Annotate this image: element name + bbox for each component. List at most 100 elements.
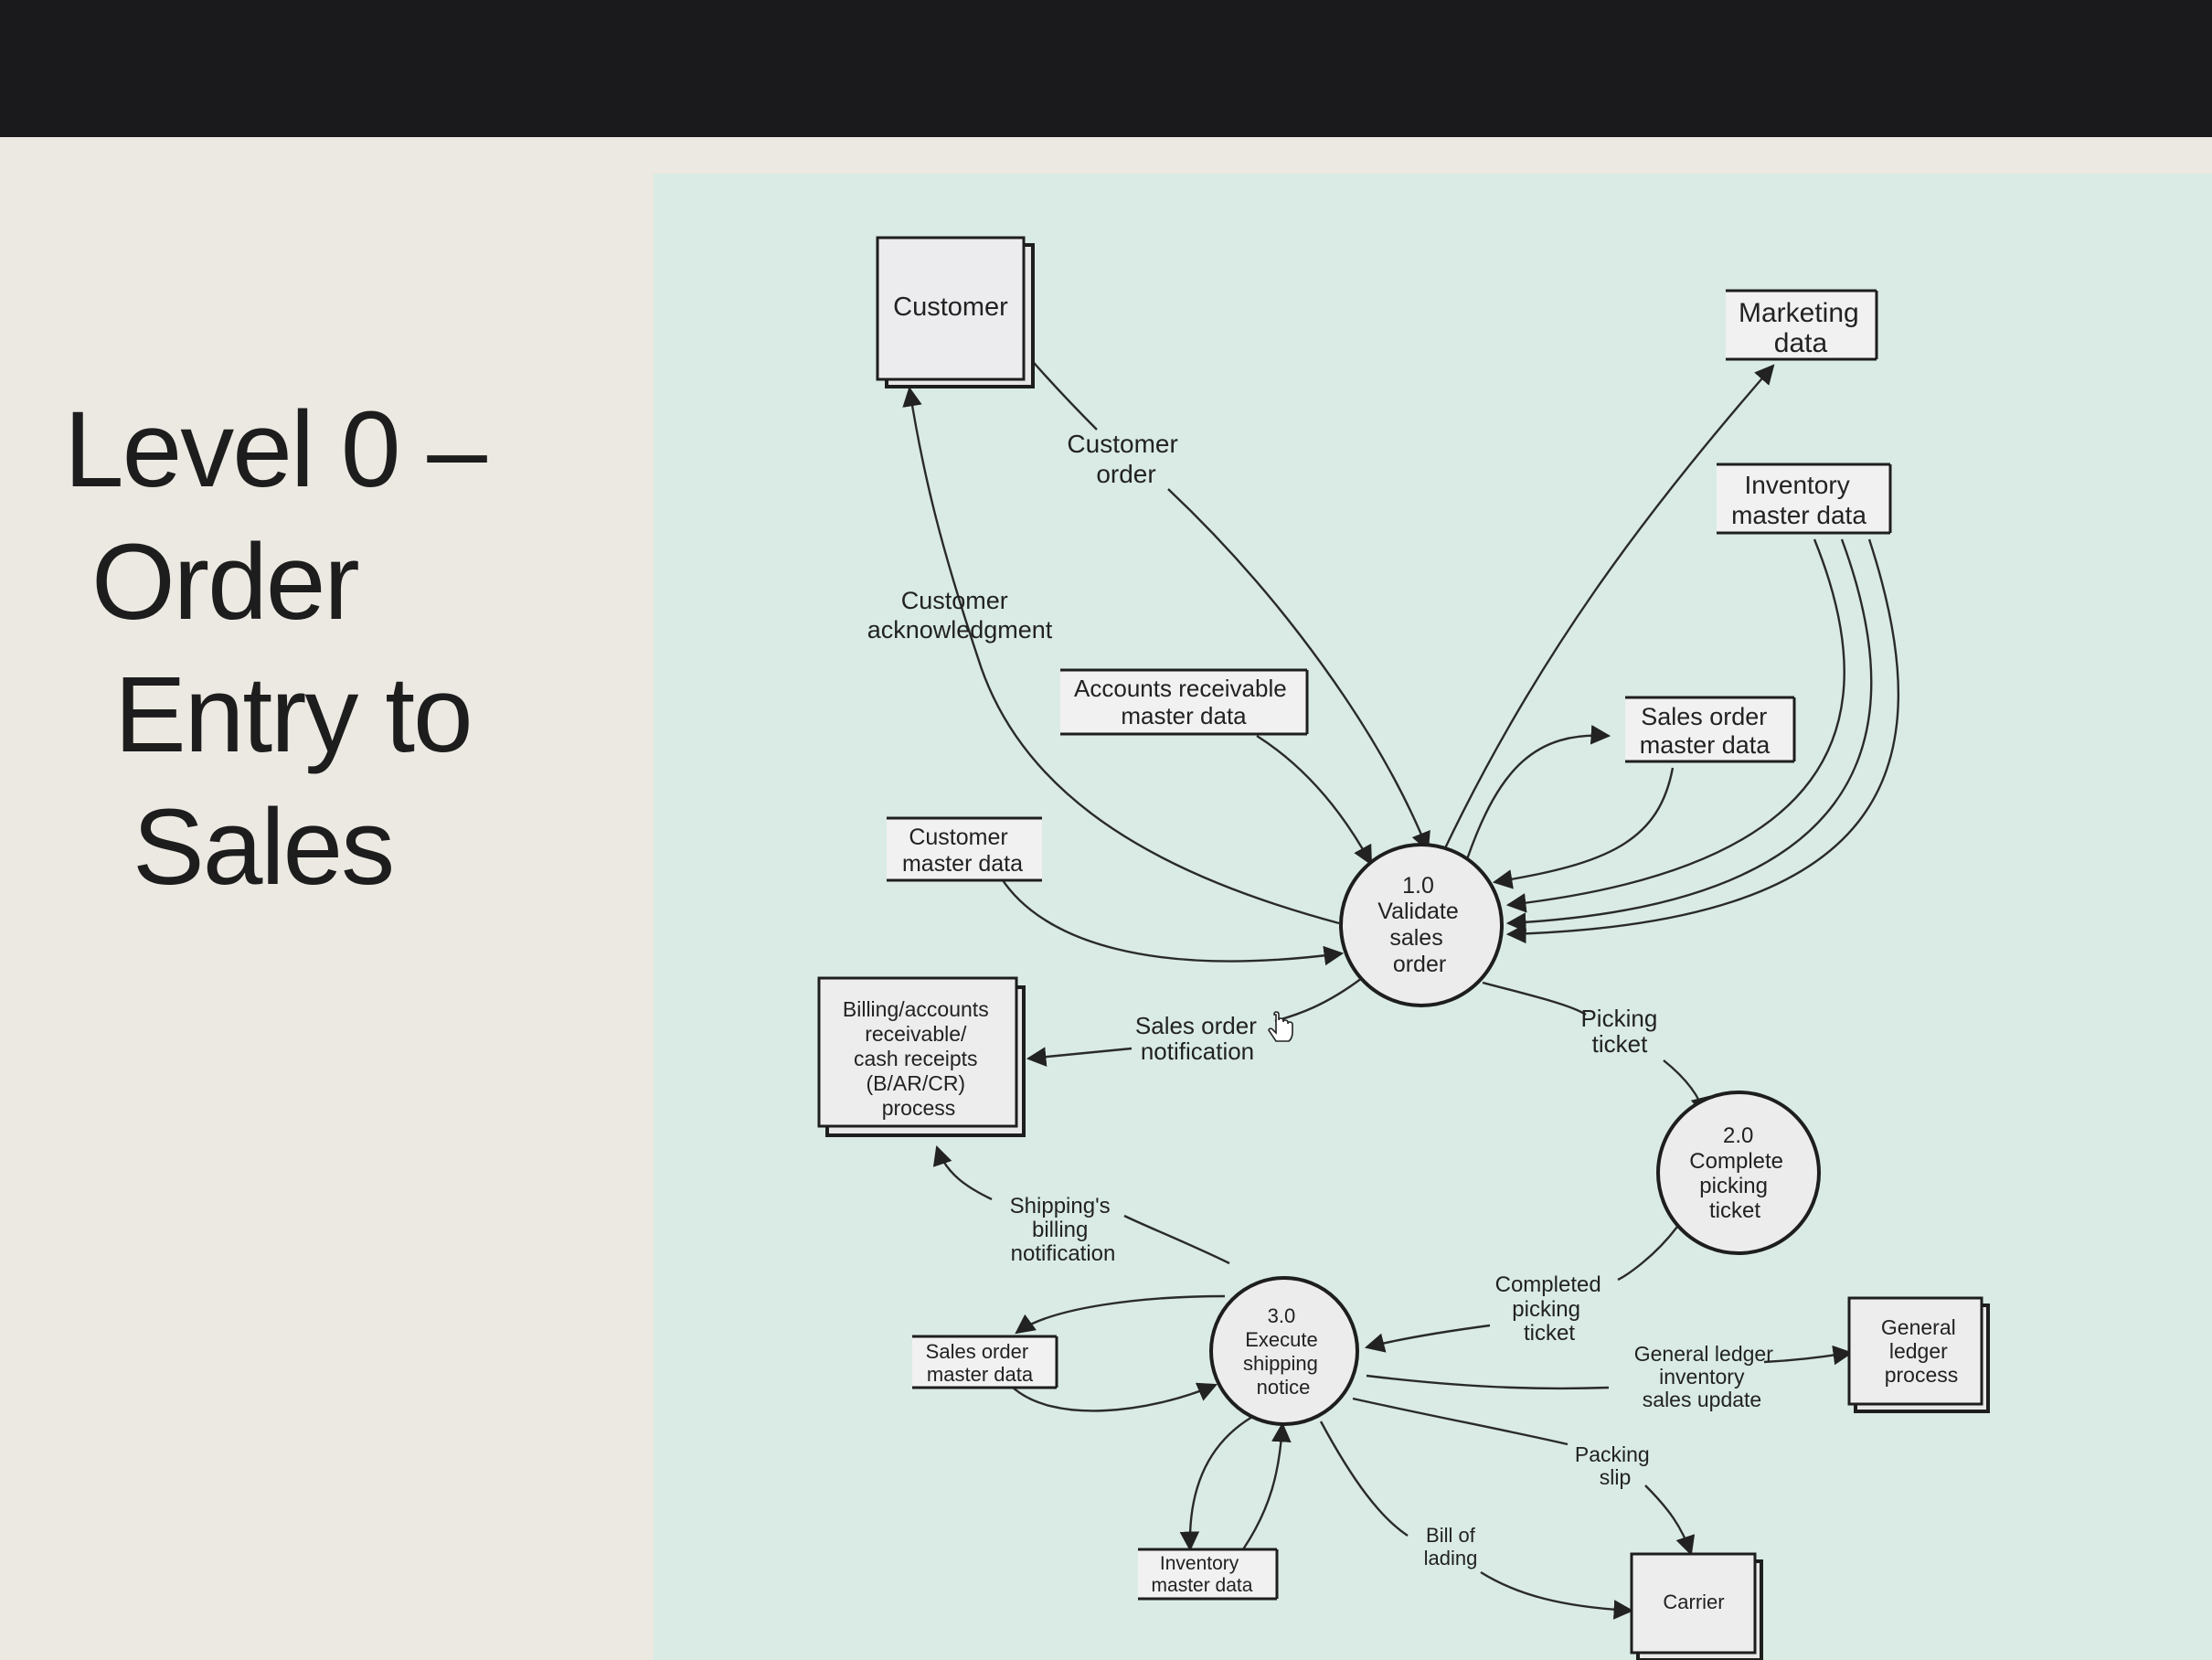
process-3-number: 3.0 (1268, 1304, 1296, 1327)
inventory-top-line-1: Inventory (1745, 471, 1850, 499)
store-accounts-receivable: Accounts receivable master data (1060, 668, 1309, 736)
flow-sales-order-notification (1274, 977, 1363, 1023)
gl-line-1: General (1881, 1315, 1956, 1339)
flow-shipping-billing-2 (932, 1144, 993, 1201)
label-packing-slip: Packing slip (1575, 1442, 1655, 1489)
entity-billing-label: Billing/accounts receivable/ cash receip… (843, 997, 994, 1120)
customer-master-line-1: Customer (909, 825, 1007, 850)
flow-shipping-billing (1123, 1214, 1230, 1265)
ar-line-2: master data (1121, 702, 1247, 729)
flow-inventory-1 (1505, 538, 1845, 913)
label-customer-ack: Customer acknowledgment (867, 587, 1053, 644)
entity-general-ledger-label: General ledger process (1881, 1315, 1962, 1387)
store-marketing-label: Marketing data (1739, 298, 1866, 358)
store-inventory-bottom-label: Inventory master data (1152, 1553, 1253, 1596)
inventory-top-line-2: master data (1731, 501, 1866, 529)
flow-gl-update (1366, 1374, 1610, 1390)
slide-title: Level 0 – Order Entry to Sales (64, 384, 539, 914)
process-3: 3.0 Execute shipping notice (1209, 1276, 1359, 1426)
flow-packing-slip-2 (1644, 1484, 1696, 1557)
title-line-1: Level 0 – (64, 389, 487, 510)
marketing-line-1: Marketing (1739, 298, 1859, 328)
entity-billing: Billing/accounts receivable/ cash receip… (817, 976, 1026, 1137)
process-1: 1.0 Validate sales order (1339, 843, 1504, 1007)
process-1-line-2: sales (1389, 925, 1442, 951)
entity-carrier: Carrier (1630, 1552, 1763, 1660)
ar-line-1: Accounts receivable (1074, 675, 1287, 702)
process-1-number: 1.0 (1402, 873, 1434, 899)
gl-line-2: ledger (1889, 1339, 1948, 1363)
flow-customer-master (999, 877, 1345, 966)
flow-to-salesorder-bottom (1015, 1294, 1226, 1335)
flow-to-marketing (1442, 364, 1775, 851)
flow-from-salesorder-bottom (1009, 1382, 1218, 1412)
inventory-bottom-line-1: Inventory (1160, 1553, 1239, 1574)
billing-line-2: receivable/ (865, 1022, 967, 1046)
billing-line-4: (B/AR/CR) (866, 1071, 965, 1095)
store-marketing: Marketing data (1726, 289, 1878, 361)
process-3-line-1: Execute (1245, 1328, 1318, 1351)
flow-inventory-3 (1505, 538, 1900, 944)
label-customer-order: Customer order (1067, 430, 1185, 488)
store-customer-master: Customer master data (887, 816, 1042, 882)
flow-sales-order-notification-2 (1026, 1047, 1133, 1067)
label-picking-ticket: Picking ticket (1580, 1005, 1664, 1058)
label-shipping-billing: Shipping's billing notification (1010, 1194, 1117, 1266)
billing-line-1: Billing/accounts (843, 997, 989, 1021)
title-line-3: Entry to (114, 654, 473, 775)
flow-customer-order-2 (1167, 488, 1430, 853)
store-inventory-top-label: Inventory master data (1731, 471, 1866, 529)
flow-from-salesorder-top (1492, 767, 1675, 889)
so-bottom-line-2: master data (927, 1363, 1034, 1386)
flow-picking-ticket (1482, 981, 1587, 1016)
label-completed-picking-ticket: Completed picking ticket (1495, 1272, 1608, 1346)
flow-to-salesorder-top (1465, 725, 1611, 860)
process-2-line-2: picking (1699, 1174, 1768, 1198)
so-top-line-2: master data (1640, 731, 1771, 759)
process-3-line-3: notice (1257, 1376, 1311, 1399)
process-2-line-1: Complete (1689, 1149, 1783, 1174)
label-gl-update: General ledger inventory sales update (1634, 1342, 1780, 1411)
store-customer-master-label: Customer master data (902, 825, 1023, 877)
process-1-line-1: Validate (1377, 899, 1459, 924)
process-2-line-3: ticket (1709, 1198, 1760, 1223)
process-2-number: 2.0 (1723, 1123, 1753, 1148)
store-accounts-receivable-label: Accounts receivable master data (1074, 675, 1293, 729)
label-sales-order-notification: Sales order notification (1135, 1012, 1263, 1065)
entity-general-ledger: General ledger process (1847, 1296, 1990, 1413)
flow-inventory-2 (1505, 538, 1873, 932)
gl-line-3: process (1885, 1363, 1959, 1387)
customer-master-line-2: master data (902, 851, 1023, 877)
store-inventory-bottom: Inventory master data (1138, 1548, 1279, 1601)
flow-gl-update-2 (1763, 1345, 1854, 1366)
title-line-4: Sales (133, 787, 395, 908)
flow-packing-slip (1352, 1397, 1569, 1446)
flow-completed-picking-2 (1364, 1324, 1491, 1353)
process-1-label: 1.0 Validate sales order (1377, 873, 1464, 977)
entity-customer-label: Customer (893, 293, 1008, 322)
hand-pointer-icon (1268, 1011, 1293, 1042)
process-2-label: 2.0 Complete picking ticket (1689, 1123, 1789, 1223)
so-bottom-line-1: Sales order (926, 1340, 1029, 1363)
flow-lines (902, 356, 1900, 1620)
store-sales-order-bottom-label: Sales order master data (926, 1340, 1035, 1386)
inventory-bottom-line-2: master data (1152, 1575, 1253, 1596)
process-2: 2.0 Complete picking ticket (1656, 1091, 1821, 1255)
flow-accounts-receivable (1256, 734, 1373, 866)
flow-from-inventory-bottom (1242, 1421, 1292, 1550)
flow-bill-of-lading (1319, 1421, 1409, 1537)
store-inventory-top: Inventory master data (1717, 463, 1892, 535)
billing-line-3: cash receipts (854, 1047, 978, 1070)
flow-to-inventory-bottom (1179, 1415, 1253, 1552)
store-sales-order-top: Sales order master data (1625, 696, 1796, 763)
process-1-line-3: order (1393, 952, 1446, 977)
title-line-2: Order (91, 522, 360, 643)
flow-customer-ack (902, 386, 1340, 925)
process-3-line-2: shipping (1243, 1352, 1318, 1375)
store-sales-order-top-label: Sales order master data (1640, 703, 1774, 759)
so-top-line-1: Sales order (1641, 703, 1767, 730)
store-sales-order-bottom: Sales order master data (912, 1335, 1058, 1389)
process-3-label: 3.0 Execute shipping notice (1243, 1304, 1324, 1399)
label-bill-of-lading: Bill of lading (1424, 1524, 1481, 1570)
